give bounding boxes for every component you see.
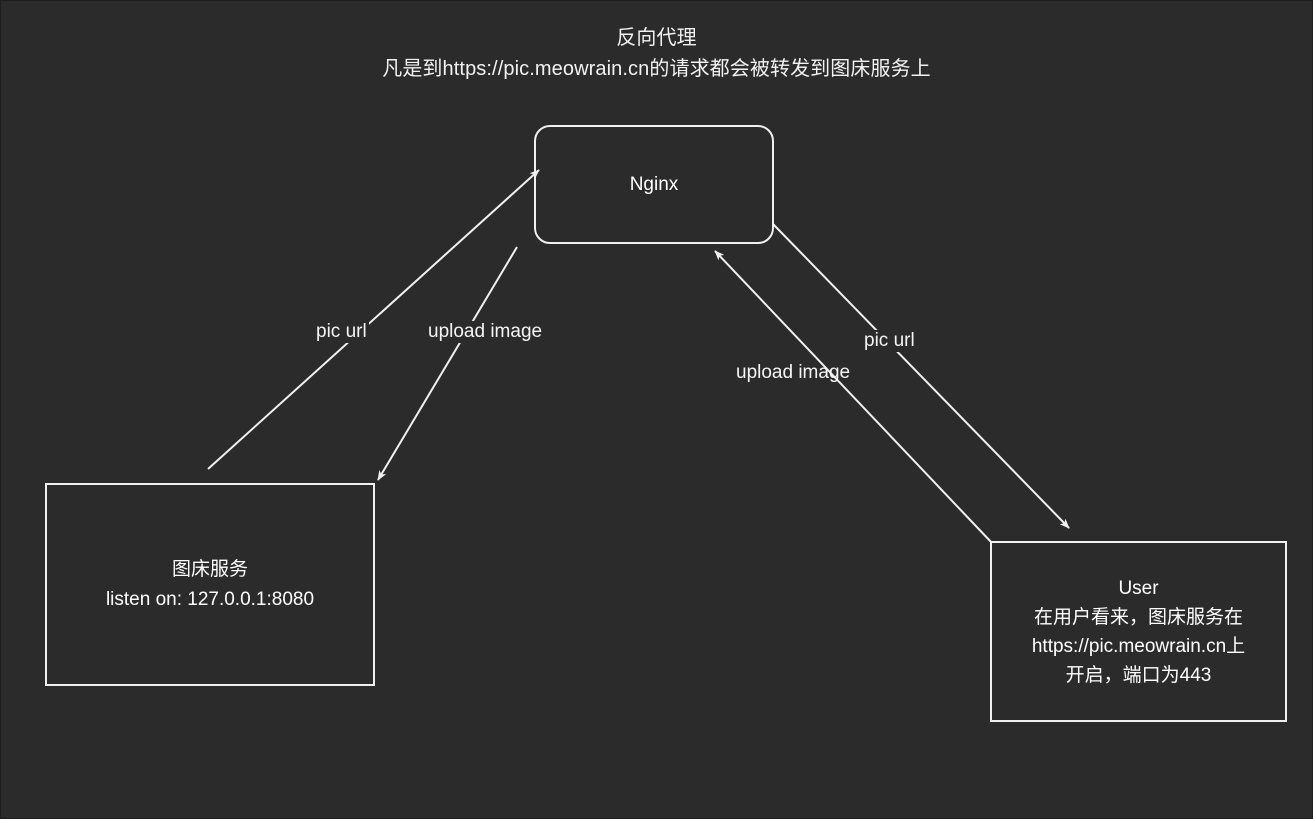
diagram-title-line-1: 反向代理 (616, 27, 697, 49)
edge-nginx-to-imgsvc-upload (377, 246, 518, 481)
node-user-desc-line-3: 开启，端口为443 (1065, 664, 1212, 686)
edge-label-nginx-to-imgsvc-upload: upload image (426, 321, 545, 343)
node-nginx[interactable]: Nginx (534, 125, 774, 244)
node-user-title: User (1118, 577, 1159, 599)
node-nginx-label: Nginx (629, 173, 679, 195)
edge-label-nginx-to-user-picurl: pic url (862, 330, 917, 352)
node-image-hosting-service-title: 图床服务 (171, 558, 248, 580)
diagram-title: 反向代理 凡是到https://pic.meowrain.cn的请求都会被转发到… (1, 23, 1312, 85)
node-user[interactable]: User 在用户看来，图床服务在 https://pic.meowrain.cn… (990, 541, 1287, 722)
edge-label-user-to-nginx-upload: upload image (736, 362, 851, 383)
edge-imgsvc-to-nginx-picurl (207, 169, 540, 470)
edge-user-to-nginx-upload (714, 250, 993, 544)
diagram-title-line-2: 凡是到https://pic.meowrain.cn的请求都会被转发到图床服务上 (382, 58, 931, 80)
node-user-desc-line-1: 在用户看来，图床服务在 (1033, 606, 1243, 628)
node-image-hosting-service-listen: listen on: 127.0.0.1:8080 (105, 588, 315, 610)
edge-label-imgsvc-to-nginx-picurl: pic url (314, 321, 369, 343)
node-user-desc-line-2: https://pic.meowrain.cn上 (1031, 635, 1246, 657)
node-image-hosting-service[interactable]: 图床服务 listen on: 127.0.0.1:8080 (45, 483, 375, 686)
